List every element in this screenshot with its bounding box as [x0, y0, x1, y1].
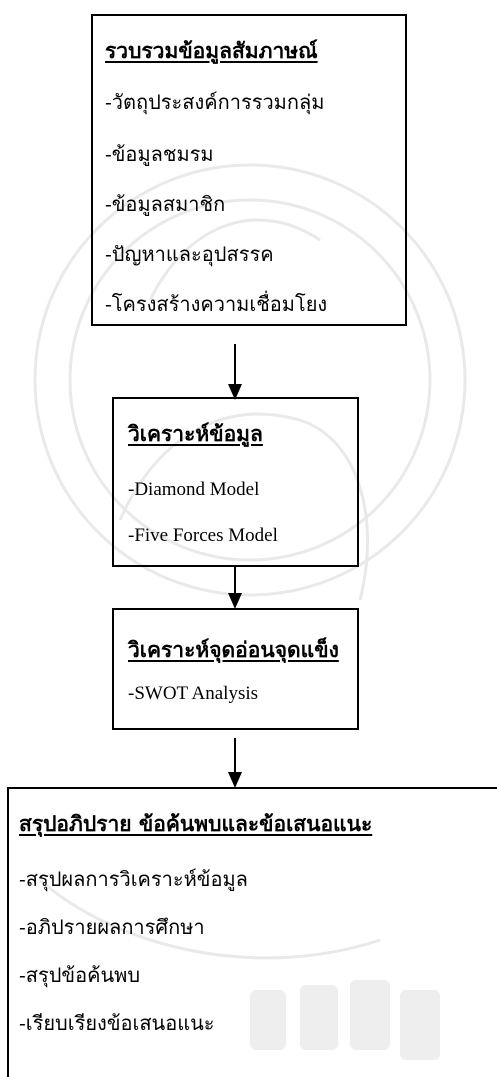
list-item: -โครงสร้างความเชื่อมโยง	[105, 292, 328, 316]
list-item: -ข้อมูลสมาชิก	[105, 192, 226, 216]
list-item: -สรุปข้อค้นพบ	[19, 963, 141, 987]
box-heading: รวบรวมข้อมูลสัมภาษณ์	[105, 38, 318, 63]
box-heading: วิเคราะห์จุดอ่อนจุดแข็ง	[128, 637, 339, 662]
list-item: -ปัญหาและอุปสรรค	[105, 242, 274, 266]
list-item: -Five Forces Model	[128, 525, 278, 546]
arrow-down-icon	[228, 567, 242, 609]
box-collect-interview-data: รวบรวมข้อมูลสัมภาษณ์ -วัตถุประสงค์การรวม…	[91, 14, 407, 326]
list-item: -วัตถุประสงค์การรวมกลุ่ม	[105, 90, 325, 114]
box-analyze-data: วิเคราะห์ข้อมูล -Diamond Model -Five For…	[112, 397, 359, 567]
list-item: -สรุปผลการวิเคราะห์ข้อมูล	[19, 867, 248, 891]
arrow-down-icon	[228, 344, 242, 400]
list-item: -SWOT Analysis	[128, 683, 259, 704]
box-heading: สรุปอภิปราย ข้อค้นพบและข้อเสนอแนะ	[19, 811, 373, 836]
list-item: -อภิปรายผลการศึกษา	[19, 915, 205, 939]
box-conclusion-discussion: สรุปอภิปราย ข้อค้นพบและข้อเสนอแนะ -สรุปผ…	[7, 787, 497, 1077]
box-heading: วิเคราะห์ข้อมูล	[128, 421, 263, 446]
arrow-down-icon	[228, 738, 242, 788]
list-item: -ข้อมูลชมรม	[105, 142, 214, 166]
box-swot-analysis: วิเคราะห์จุดอ่อนจุดแข็ง -SWOT Analysis	[112, 608, 359, 730]
list-item: -เรียบเรียงข้อเสนอแนะ	[19, 1011, 215, 1035]
list-item: -Diamond Model	[128, 479, 260, 500]
